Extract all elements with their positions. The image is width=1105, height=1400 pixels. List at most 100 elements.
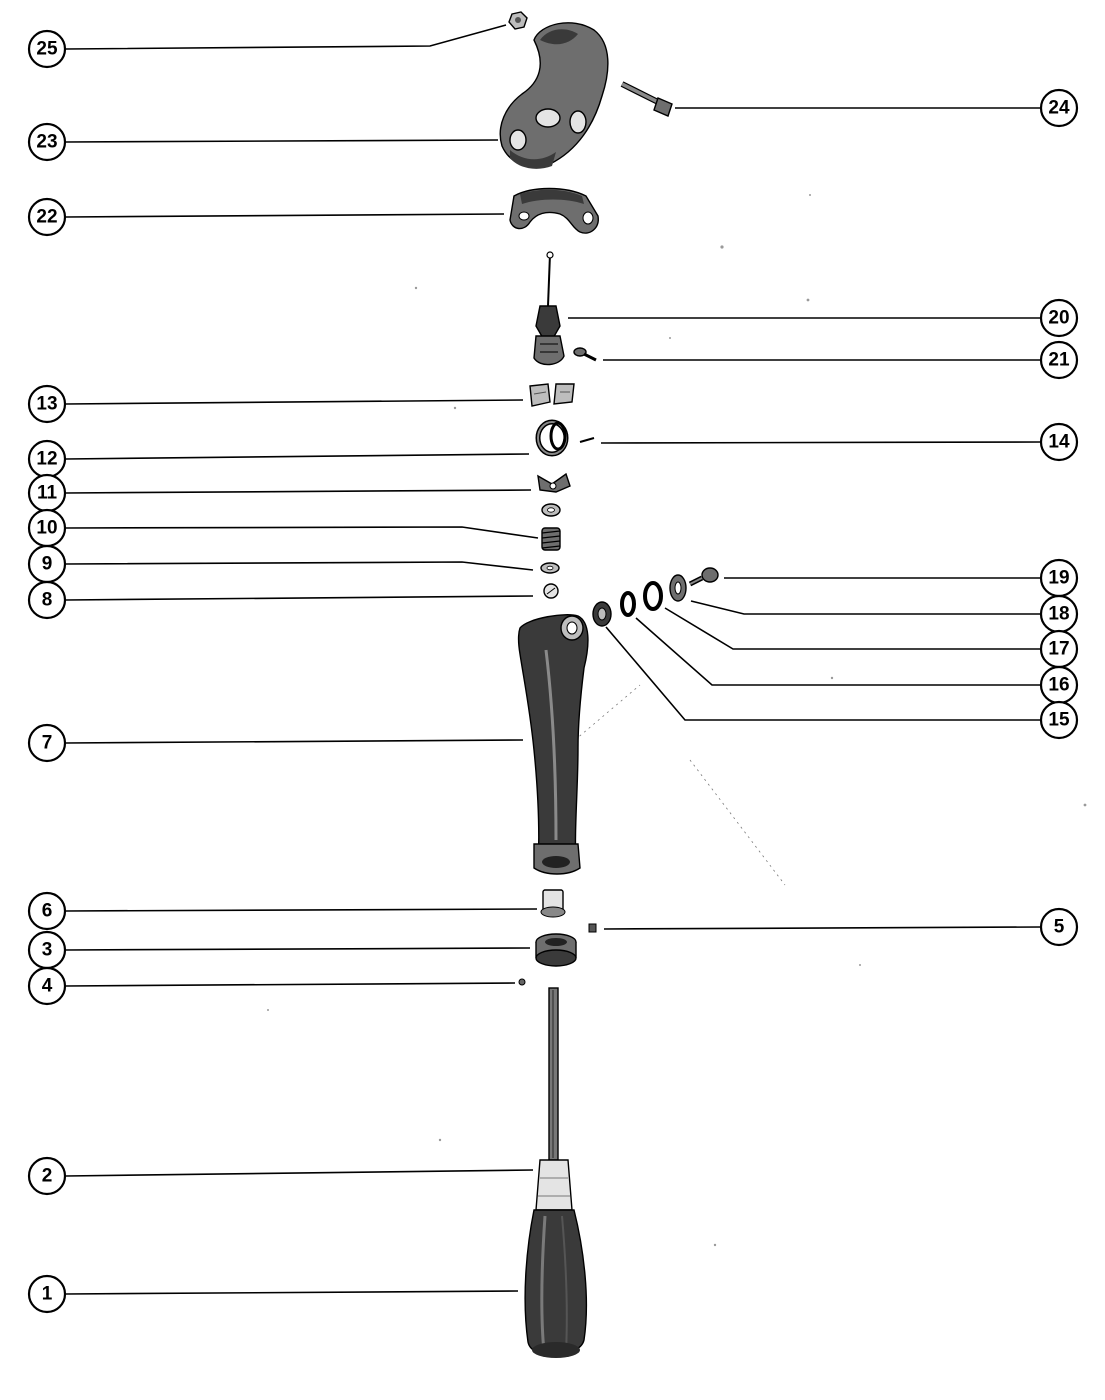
part-21-screw xyxy=(573,347,597,362)
leader-5 xyxy=(603,926,1042,930)
callout-label: 16 xyxy=(1048,675,1069,696)
leader-10 xyxy=(65,526,539,539)
leader-22 xyxy=(65,213,505,218)
leader-15 xyxy=(605,626,1041,721)
leader-16 xyxy=(635,617,1041,686)
callout-25: 25 xyxy=(27,29,67,69)
part-16-ring xyxy=(620,591,636,617)
callout-3: 3 xyxy=(27,930,67,970)
callout-label: 17 xyxy=(1048,639,1069,660)
callout-label: 4 xyxy=(42,976,53,997)
callout-label: 6 xyxy=(42,901,53,922)
part-8-ball xyxy=(543,583,559,599)
leader-9 xyxy=(65,561,534,571)
callout-label: 9 xyxy=(42,554,53,575)
part-3-collar xyxy=(535,933,577,967)
part-4-screw xyxy=(518,978,526,986)
callout-5: 5 xyxy=(1039,907,1079,947)
leader-1 xyxy=(65,1290,519,1295)
leader-18 xyxy=(690,600,1041,615)
callout-22: 22 xyxy=(27,197,67,237)
leader-4 xyxy=(65,982,516,987)
parts xyxy=(267,11,1087,1358)
part-17-ring xyxy=(643,581,663,611)
callout-label: 7 xyxy=(42,733,53,754)
part-7-handle-housing xyxy=(517,614,589,875)
part-10-spring xyxy=(541,527,561,551)
scan-speckles xyxy=(267,194,1087,1247)
callout-label: 18 xyxy=(1048,604,1069,625)
callout-label: 3 xyxy=(42,940,53,961)
leader-lines xyxy=(65,24,1042,1295)
assembly-axis-line xyxy=(574,684,641,741)
assembly-axis-line xyxy=(689,759,786,886)
part-1-handle-grip xyxy=(524,1209,588,1358)
part-20-detent-plunger xyxy=(533,251,565,366)
part-13-detent-pads xyxy=(529,383,575,407)
callout-label: 25 xyxy=(36,39,58,60)
callout-23: 23 xyxy=(27,122,67,162)
callout-9: 9 xyxy=(27,544,67,584)
callout-label: 22 xyxy=(36,207,57,228)
part-9-washer xyxy=(540,562,560,574)
part-15-bushing xyxy=(592,601,612,627)
callout-4: 4 xyxy=(27,966,67,1006)
leader-17 xyxy=(664,607,1041,650)
callout-19: 19 xyxy=(1039,558,1079,598)
callout-15: 15 xyxy=(1039,700,1079,740)
callout-10: 10 xyxy=(27,508,67,548)
callout-13: 13 xyxy=(27,384,67,424)
leader-7 xyxy=(65,739,524,744)
callout-label: 14 xyxy=(1048,432,1070,453)
callout-14: 14 xyxy=(1039,422,1079,462)
part-19-screw xyxy=(688,567,719,587)
callout-label: 15 xyxy=(1048,710,1070,731)
callout-21: 21 xyxy=(1039,340,1079,380)
leader-11 xyxy=(65,489,532,494)
callout-bubbles: 25 24 23 22 20 21 13 14 12 11 10 9 19 8 … xyxy=(27,29,1079,1314)
callout-17: 17 xyxy=(1039,629,1079,669)
leader-12 xyxy=(65,453,530,460)
leader-3 xyxy=(65,947,531,951)
callout-label: 12 xyxy=(36,449,57,470)
callout-label: 24 xyxy=(1048,98,1070,119)
part-11-wing-clip xyxy=(537,472,571,493)
callout-label: 5 xyxy=(1054,917,1065,938)
callout-label: 11 xyxy=(37,483,58,504)
callout-label: 1 xyxy=(42,1284,53,1305)
callout-7: 7 xyxy=(27,723,67,763)
leader-14 xyxy=(600,441,1042,444)
callout-label: 13 xyxy=(36,394,57,415)
callout-16: 16 xyxy=(1039,665,1079,705)
part-12-spring-loop xyxy=(535,419,569,457)
leader-23 xyxy=(65,139,499,143)
callout-12: 12 xyxy=(27,439,67,479)
callout-label: 19 xyxy=(1048,568,1069,589)
part-6-sleeve xyxy=(540,889,566,918)
leader-25 xyxy=(65,24,507,50)
callout-2: 2 xyxy=(27,1156,67,1196)
callout-6: 6 xyxy=(27,891,67,931)
part-22-bracket xyxy=(509,187,599,234)
part-washer xyxy=(541,503,561,517)
callout-20: 20 xyxy=(1039,298,1079,338)
part-23-control-housing xyxy=(499,22,609,169)
part-14-pin xyxy=(579,437,595,443)
leader-6 xyxy=(65,908,538,912)
part-25-nut xyxy=(508,11,528,30)
part-5-set-screw xyxy=(588,923,597,933)
part-18-washer xyxy=(669,574,687,602)
callout-label: 10 xyxy=(36,518,57,539)
part-24-bolt xyxy=(620,81,673,117)
callout-label: 23 xyxy=(36,132,57,153)
leader-2 xyxy=(65,1169,534,1177)
callout-label: 20 xyxy=(1048,308,1069,329)
leader-13 xyxy=(65,399,524,405)
callout-label: 21 xyxy=(1048,350,1070,371)
callout-label: 2 xyxy=(42,1166,53,1187)
leader-8 xyxy=(65,595,534,601)
callout-8: 8 xyxy=(27,580,67,620)
part-2-shift-rod xyxy=(535,987,573,1211)
callout-24: 24 xyxy=(1039,88,1079,128)
